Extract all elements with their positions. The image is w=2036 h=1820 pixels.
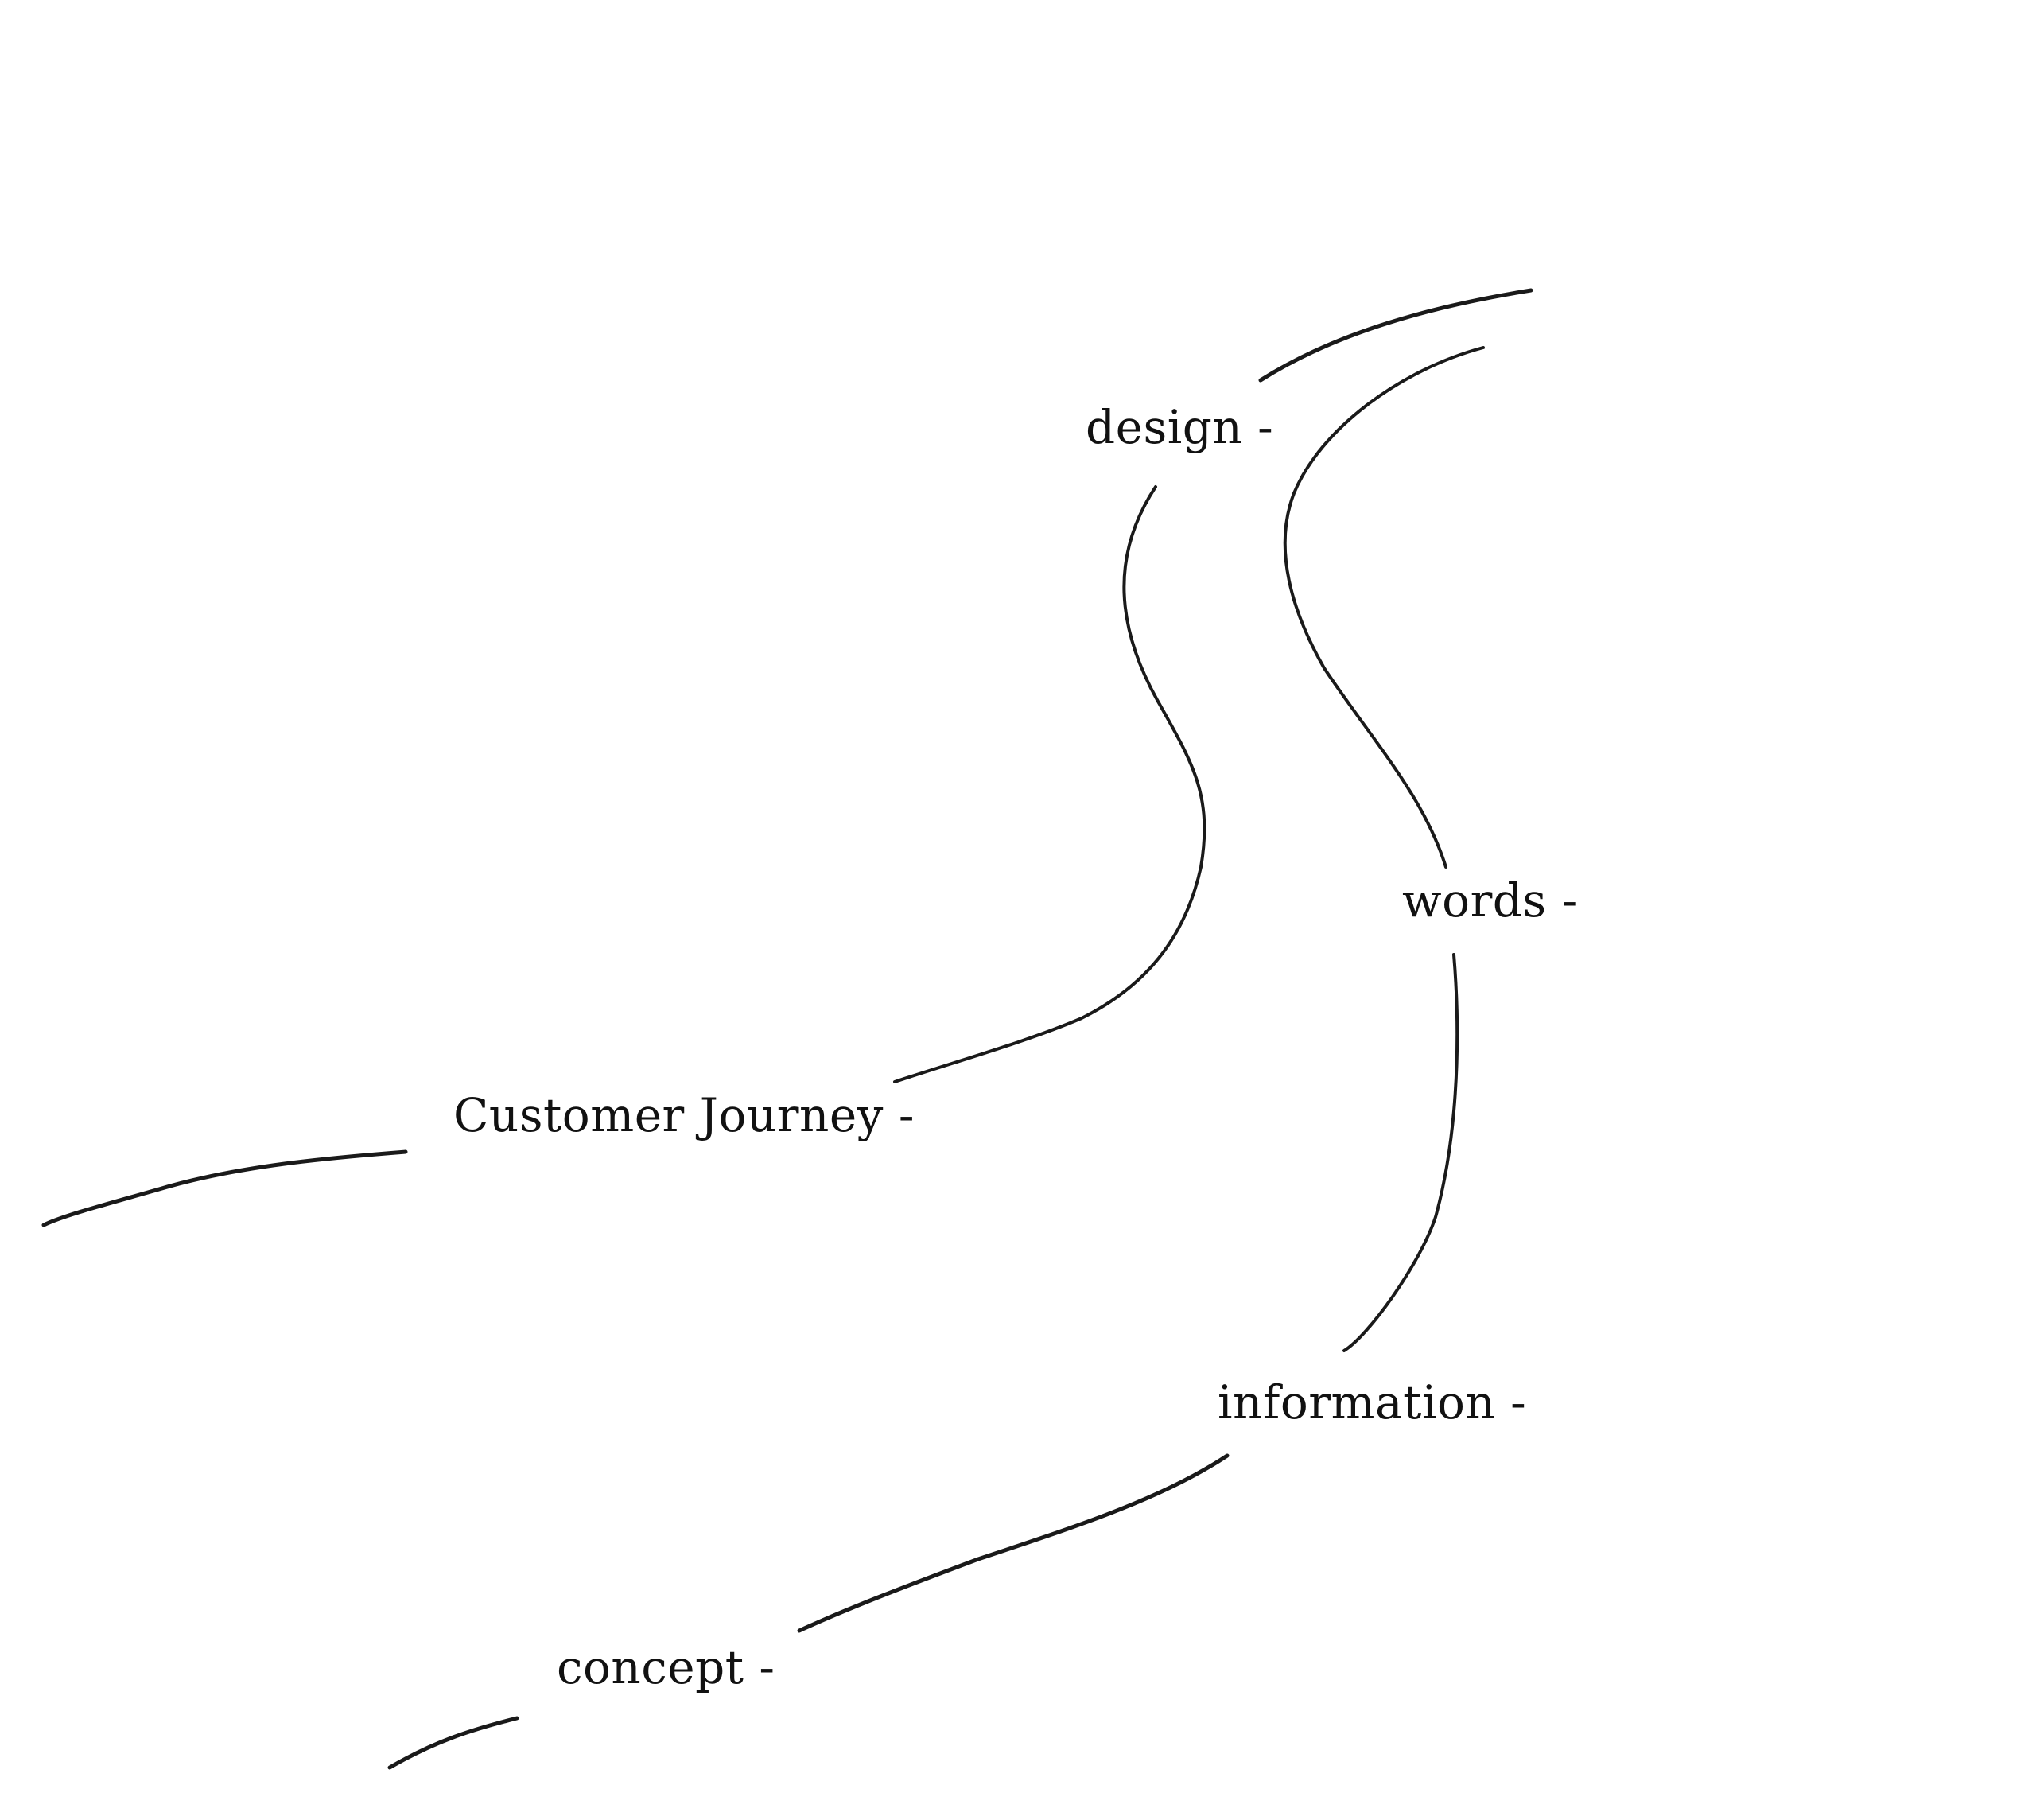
- road-right-edge-3: [797, 1453, 1230, 1633]
- label-words: words -: [1402, 873, 1578, 928]
- road-left-edge-3: [41, 1149, 408, 1227]
- road-left-edge-1: [1258, 288, 1533, 383]
- label-customer-journey: Customer Journey -: [453, 1088, 915, 1142]
- road-right-edge-2: [1342, 953, 1459, 1352]
- label-design: design -: [1086, 400, 1274, 454]
- road-left-edge-2: [893, 485, 1206, 1083]
- road-right-edge-1: [1283, 346, 1485, 869]
- label-concept: concept -: [557, 1640, 775, 1694]
- label-information: information -: [1218, 1375, 1527, 1429]
- road-right-edge-4: [387, 1716, 519, 1770]
